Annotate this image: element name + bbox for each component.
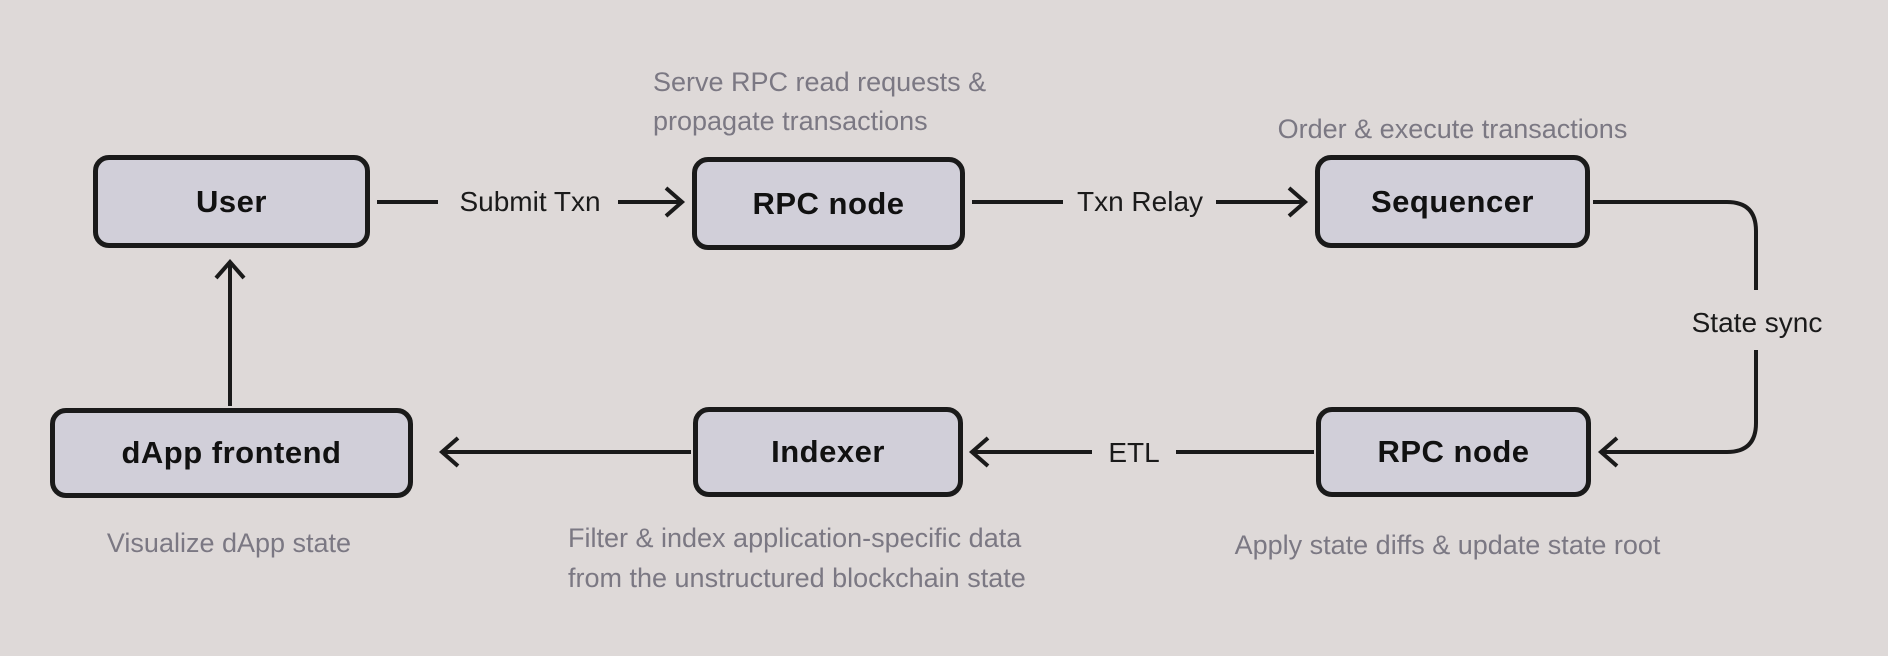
edge-label-submit-txn: Submit Txn (459, 186, 601, 217)
annotation-rpc-node-top: Serve RPC read requests & propagate tran… (653, 63, 986, 141)
annotation-indexer-line1: Filter & index application-specific data (568, 523, 1022, 553)
annotation-sequencer: Order & execute transactions (1277, 114, 1628, 144)
node-dapp-frontend: dApp frontend (50, 408, 413, 498)
node-user-label: User (196, 183, 267, 219)
annotation-rpc-node-top-line1: Serve RPC read requests & (653, 67, 987, 97)
node-rpc-node-bottom-label: RPC node (1377, 434, 1530, 469)
edge-state-sync-upper (1593, 200, 1758, 290)
edge-dapp-to-user-arrowhead (214, 258, 246, 280)
annotation-rpc-node-top-line2: propagate transactions (653, 106, 928, 136)
edge-label-state-sync: State sync (1691, 307, 1823, 338)
edge-label-txn-relay: Txn Relay (1076, 186, 1204, 217)
node-rpc-node-top: RPC node (692, 157, 965, 250)
edge-state-sync-arrowhead (1597, 436, 1619, 468)
node-sequencer-label: Sequencer (1370, 183, 1534, 219)
edge-rpc-to-sequencer-arrowhead (1287, 186, 1309, 218)
edge-indexer-to-dapp-arrowhead (438, 436, 460, 468)
node-indexer-label: Indexer (771, 434, 885, 469)
node-sequencer: Sequencer (1315, 155, 1590, 248)
node-user: User (93, 155, 370, 248)
edge-state-sync-lower (1603, 350, 1758, 454)
annotation-indexer-line2: from the unstructured blockchain state (568, 563, 1026, 593)
edge-user-to-rpc-arrowhead (664, 186, 686, 218)
node-dapp-frontend-label: dApp frontend (121, 435, 342, 470)
node-rpc-node-bottom: RPC node (1316, 407, 1591, 497)
node-indexer: Indexer (693, 407, 963, 497)
annotation-indexer: Filter & index application-specific data… (568, 518, 1026, 598)
edge-rpc-to-indexer-arrowhead (968, 436, 990, 468)
edge-label-etl: ETL (1108, 437, 1160, 468)
annotation-rpc-node-bottom: Apply state diffs & update state root (1234, 530, 1661, 560)
node-rpc-node-top-label: RPC node (752, 185, 905, 221)
annotation-dapp-frontend: Visualize dApp state (106, 528, 352, 558)
